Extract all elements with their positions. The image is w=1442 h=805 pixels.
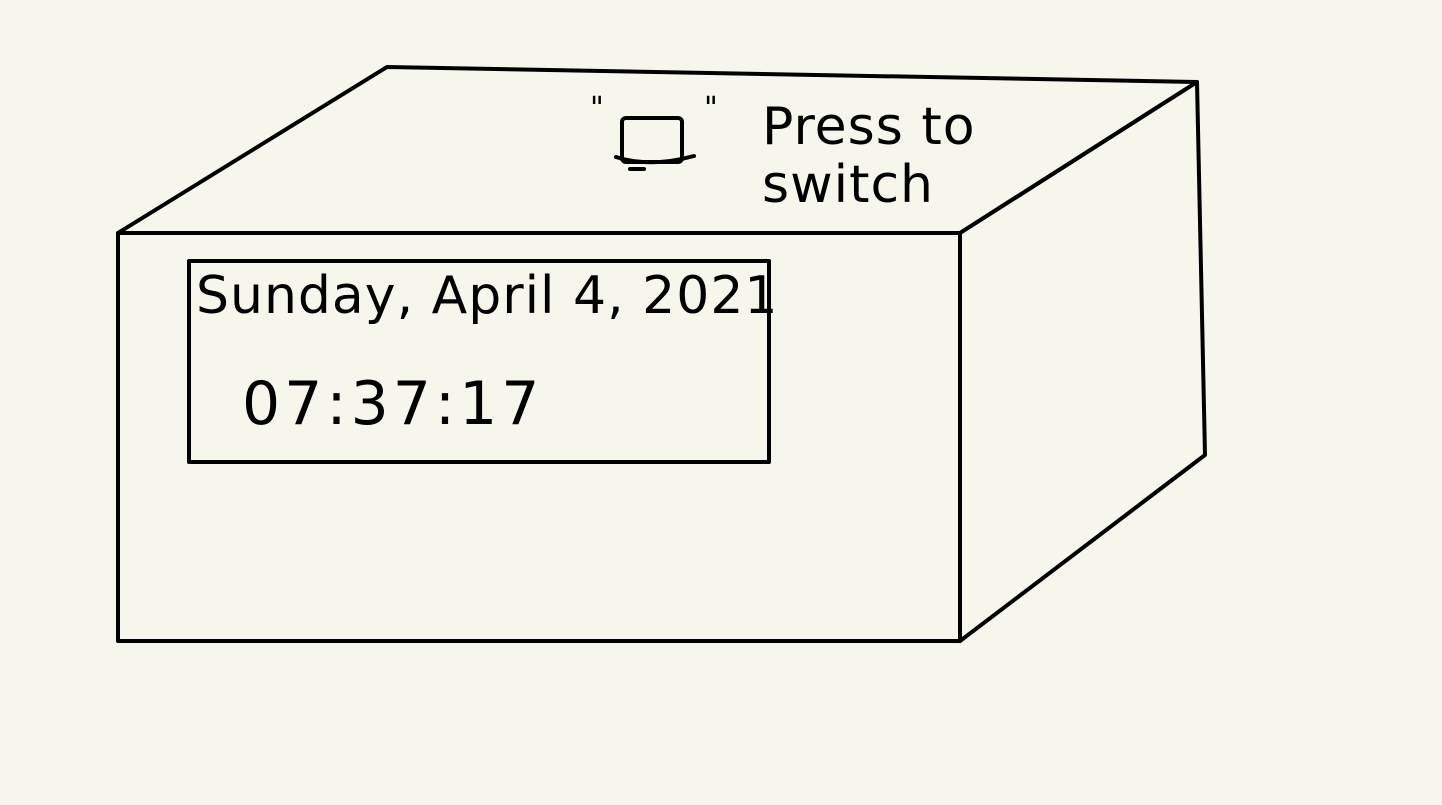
switch-label-line1: Press to: [762, 97, 976, 157]
display-frame: [187, 259, 771, 464]
display-time: 07:37:17: [242, 369, 543, 439]
display-screen: Sunday, April 4, 2021 07:37:17: [187, 259, 779, 464]
display-date: Sunday, April 4, 2021: [196, 266, 779, 326]
switch-label-line2: switch: [762, 155, 934, 215]
switch-label: Press to switch: [762, 97, 976, 215]
box-top-face: [116, 65, 1199, 235]
button-quote-close: ": [704, 91, 718, 126]
box-outline: [116, 65, 1207, 643]
switch-button[interactable]: " ": [590, 91, 718, 171]
square-button-icon[interactable]: [614, 116, 696, 171]
button-quote-open: ": [590, 91, 604, 126]
box-right-face: [958, 80, 1207, 643]
